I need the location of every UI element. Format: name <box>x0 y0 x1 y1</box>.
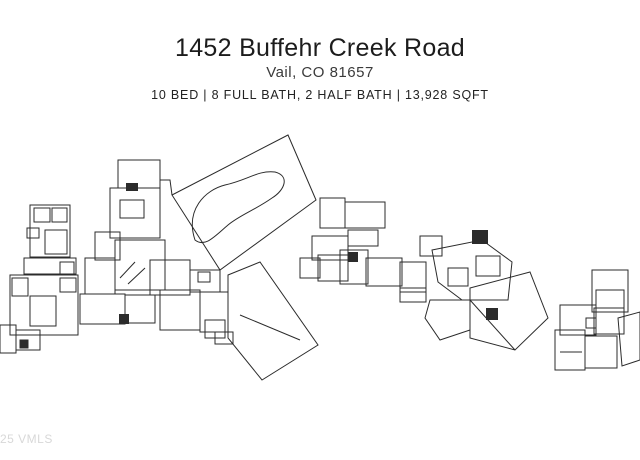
property-specs: 10 BED | 8 FULL BATH, 2 HALF BATH | 13,9… <box>151 88 489 102</box>
property-address: 1452 Buffehr Creek Road <box>175 34 465 62</box>
watermark: 25 VMLS <box>0 432 53 446</box>
floor-plans <box>0 134 640 381</box>
floor-plan-3 <box>299 197 549 351</box>
floor-plan-4 <box>554 269 640 371</box>
floor-plan-2 <box>79 134 319 381</box>
property-city: Vail, CO 81657 <box>266 64 374 81</box>
floor-plan-1 <box>0 204 79 354</box>
